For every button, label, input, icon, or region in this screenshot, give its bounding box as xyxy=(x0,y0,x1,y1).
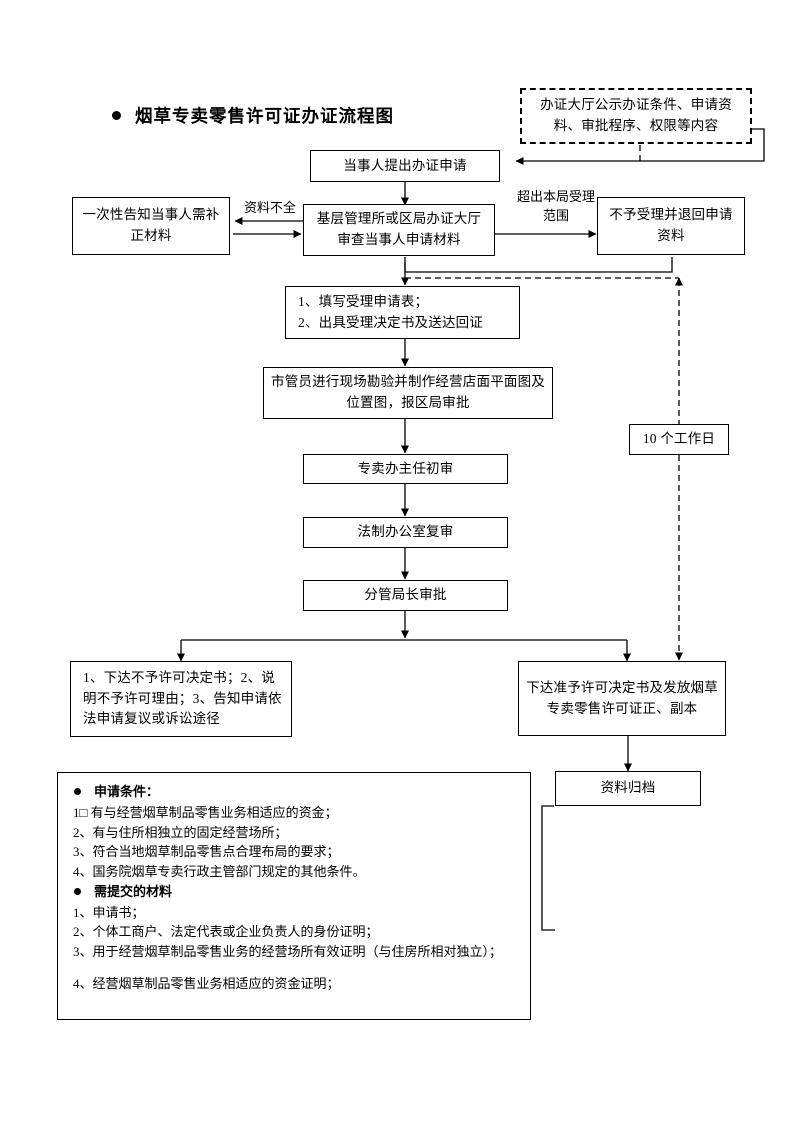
legend-condition-item: 3、符合当地烟草制品零售点合理布局的要求； xyxy=(73,844,340,860)
legend-bullet-icon xyxy=(74,888,81,896)
node-legal-review-label: 法制办公室复审 xyxy=(357,524,454,540)
node-apply-label: 当事人提出办证申请 xyxy=(343,157,467,173)
legend-material-item: 1、申请书； xyxy=(73,904,145,920)
legend-material-item: 3、用于经营烟草制品零售业务的经营场所有效证明（与住房所相对独立）； xyxy=(73,944,503,959)
legend-material-item: 4、经营烟草制品零售业务相适应的资金证明； xyxy=(73,975,340,991)
node-deny-decision-label: 1、下达不予许可决定书；2、说明不予许可理由；3、告知申请依法申请复议或诉讼途径 xyxy=(83,669,282,727)
legend-condition-item: 1□ 有与经营烟草制品零售业务相适应的资金； xyxy=(73,804,338,820)
node-director-approve-label: 分管局长审批 xyxy=(364,587,447,603)
title-text: 烟草专卖零售许可证办证流程图 xyxy=(135,106,394,126)
node-archive[interactable]: 资料归档 xyxy=(555,771,701,806)
node-accept-step-1: 1、填写受理申请表； xyxy=(298,293,429,309)
node-director-approve[interactable]: 分管局长审批 xyxy=(303,580,508,611)
legend-bullet-icon xyxy=(74,788,81,796)
node-legal-review[interactable]: 法制办公室复审 xyxy=(303,517,508,548)
node-review-materials-label: 基层管理所或区局办证大厅审查当事人申请材料 xyxy=(316,211,482,247)
node-working-days-label: 10 个工作日 xyxy=(642,431,716,447)
edge-label-out-of-scope: 超出本局受理 范围 xyxy=(516,189,595,223)
node-deny-decision[interactable]: 1、下达不予许可决定书；2、说明不予许可理由；3、告知申请依法申请复议或诉讼途径 xyxy=(70,661,292,737)
node-public-notice[interactable]: 办证大厅公示办证条件、申请资料、审批程序、权限等内容 xyxy=(520,88,752,144)
node-working-days[interactable]: 10 个工作日 xyxy=(629,424,729,455)
node-accept-steps[interactable]: 1、填写受理申请表； 2、出具受理决定书及送达回证 xyxy=(285,286,520,339)
node-apply[interactable]: 当事人提出办证申请 xyxy=(310,150,500,182)
node-reject-return[interactable]: 不予受理并退回申请资料 xyxy=(597,197,745,255)
edge-label-incomplete-materials: 资料不全 xyxy=(243,200,296,215)
node-first-review-label: 专卖办主任初审 xyxy=(357,460,454,476)
node-grant-license-label: 下达准予许可决定书及发放烟草专卖零售许可证正、副本 xyxy=(526,679,718,716)
page-title: 烟草专卖零售许可证办证流程图 xyxy=(112,103,394,128)
node-reject-return-label: 不予受理并退回申请资料 xyxy=(609,207,733,243)
node-accept-step-2: 2、出具受理决定书及送达回证 xyxy=(298,314,484,330)
legend-material-item: 2、个体工商户、法定代表或企业负责人的身份证明； xyxy=(73,924,379,940)
legend-condition-item: 4、国务院烟草专卖行政主管部门规定的其他条件。 xyxy=(73,864,366,879)
title-bullet-icon xyxy=(112,111,121,120)
legend-conditions-heading: 申请条件： xyxy=(72,782,516,802)
node-site-survey-label: 市管员进行现场勘验并制作经营店面平面图及位置图，报区局审批 xyxy=(271,374,545,410)
legend-spacer xyxy=(72,962,516,974)
node-archive-label: 资料归档 xyxy=(600,780,656,796)
node-notify-supplement-label: 一次性告知当事人需补正材料 xyxy=(82,207,220,243)
legend-materials-heading: 需提交的材料 xyxy=(72,882,516,902)
node-first-review[interactable]: 专卖办主任初审 xyxy=(303,454,508,484)
node-public-notice-label: 办证大厅公示办证条件、申请资料、审批程序、权限等内容 xyxy=(540,97,732,133)
node-site-survey[interactable]: 市管员进行现场勘验并制作经营店面平面图及位置图，报区局审批 xyxy=(263,367,553,419)
legend-condition-item: 2、有与住所相独立的固定经营场所； xyxy=(73,824,288,840)
legend-box: 申请条件： 1□ 有与经营烟草制品零售业务相适应的资金； 2、有与住所相独立的固… xyxy=(57,772,531,1020)
node-review-materials[interactable]: 基层管理所或区局办证大厅审查当事人申请材料 xyxy=(303,204,495,256)
node-grant-license[interactable]: 下达准予许可决定书及发放烟草专卖零售许可证正、副本 xyxy=(518,661,726,736)
node-notify-supplement[interactable]: 一次性告知当事人需补正材料 xyxy=(72,197,230,255)
